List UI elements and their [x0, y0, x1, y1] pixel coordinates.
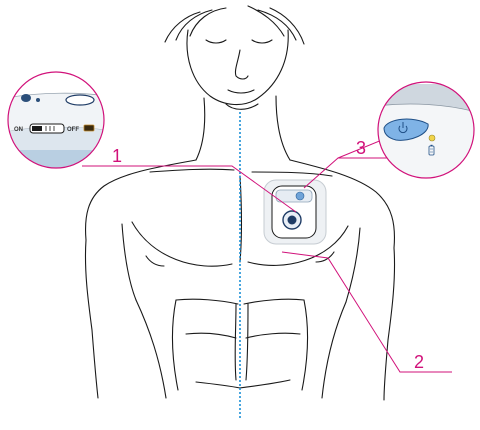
device-top-panel — [275, 189, 313, 203]
heart-monitor-patch-device — [263, 179, 327, 245]
inset-switch-closeup: ON OFF — [7, 71, 105, 169]
power-button[interactable] — [383, 118, 429, 141]
switch-on-label: ON — [14, 127, 23, 133]
status-led-icon — [428, 134, 436, 142]
inset-right-leader — [337, 139, 383, 159]
power-icon — [21, 94, 31, 102]
device-medallion-center — [287, 215, 297, 225]
callout-label-2: 2 — [414, 352, 424, 372]
usb-port-icon — [83, 124, 95, 132]
device-medallion-edge — [65, 94, 95, 106]
power-icon — [398, 122, 408, 134]
device-power-button[interactable] — [295, 191, 305, 201]
torso-outline — [84, 5, 396, 401]
inset-power-closeup — [377, 81, 475, 179]
switch-off-label: OFF — [67, 127, 79, 133]
battery-icon — [428, 144, 435, 156]
switch-knob — [32, 126, 42, 131]
callout-line-1 — [82, 165, 297, 213]
callout-line-2 — [281, 251, 452, 373]
status-led-icon — [36, 98, 40, 102]
callout-lines — [82, 139, 452, 373]
callout-label-1: 1 — [112, 146, 122, 166]
callout-label-3: 3 — [356, 138, 366, 158]
